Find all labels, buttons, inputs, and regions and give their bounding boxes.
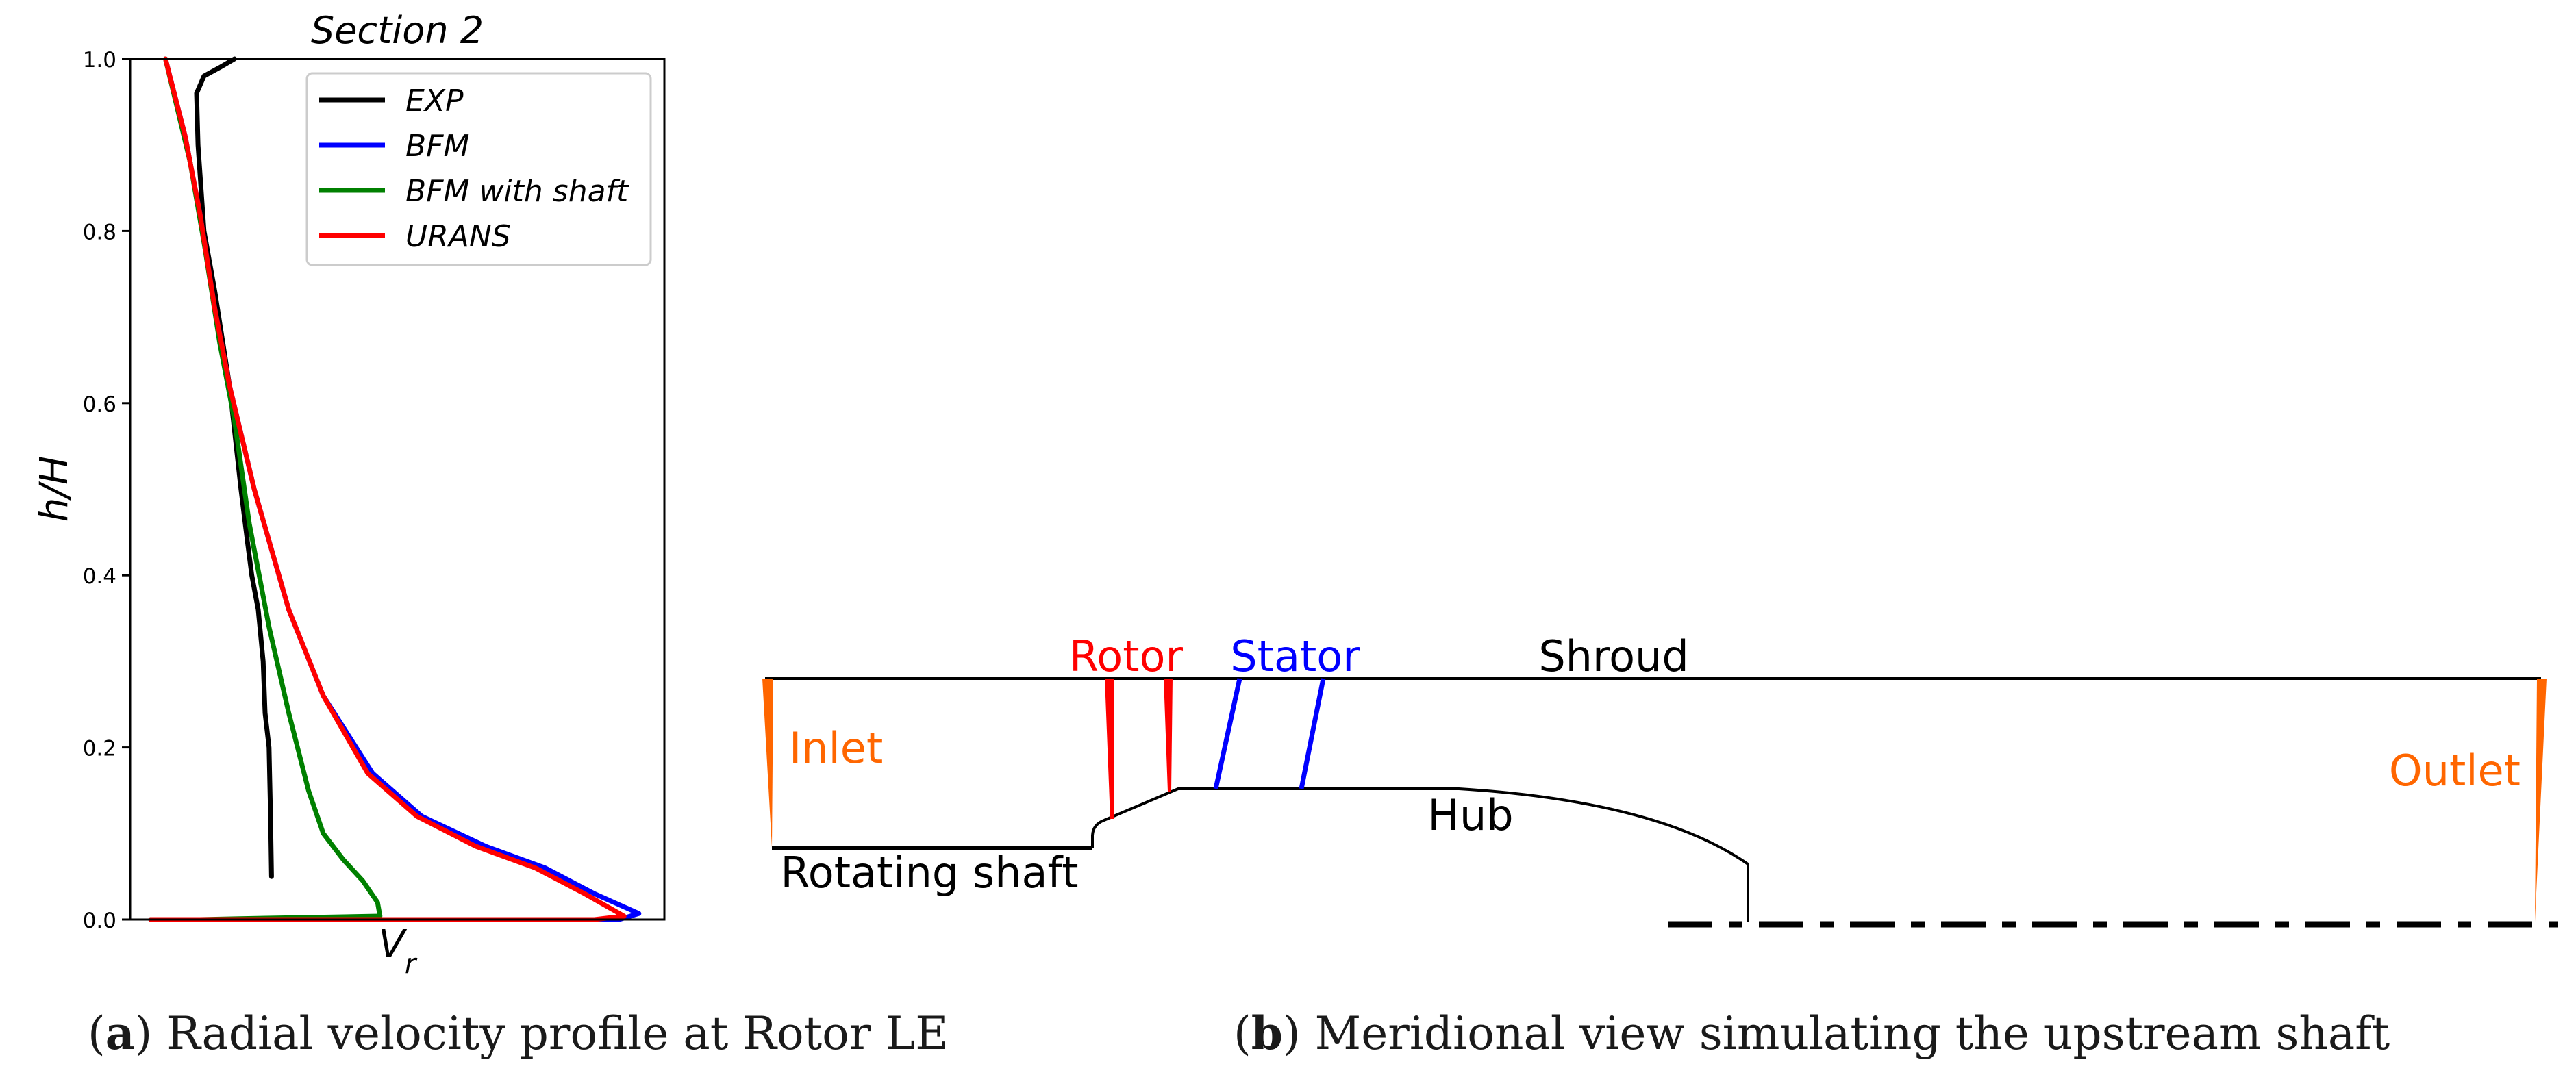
hub-contour <box>1091 787 1749 922</box>
rotor-label: Rotor <box>1069 631 1183 681</box>
y-tick-label: 0.6 <box>83 392 116 417</box>
caption-a: (a) Radial velocity profile at Rotor LE <box>88 1007 949 1060</box>
shroud-label: Shroud <box>1538 631 1688 681</box>
rotating-shaft-label: Rotating shaft <box>780 848 1078 898</box>
rotor-leading-edge <box>1105 679 1114 819</box>
meridional-view-diagram: Rotor Stator Shroud Inlet Outlet Hub Rot… <box>762 631 2558 928</box>
rotor-trailing-edge <box>1164 679 1173 792</box>
series-line-exp <box>194 56 274 879</box>
stator-label: Stator <box>1230 631 1360 681</box>
outlet-boundary <box>2535 679 2547 922</box>
caption-a-text: Radial velocity profile at Rotor LE <box>166 1007 949 1060</box>
stator-leading-edge <box>1213 678 1242 789</box>
caption-a-letter: a <box>105 1007 135 1060</box>
legend-box <box>305 72 652 266</box>
caption-b-letter: b <box>1251 1007 1283 1060</box>
plot-frame <box>129 58 666 921</box>
inlet-label: Inlet <box>789 723 883 773</box>
legend-label: EXP <box>405 84 464 118</box>
hub-label: Hub <box>1427 790 1513 840</box>
y-axis-ticks: 0.0 0.2 0.4 0.6 0.8 1.0 <box>83 48 130 933</box>
x-axis-label: Vr <box>379 922 418 980</box>
y-tick-label: 0.0 <box>83 909 116 933</box>
y-tick-label: 0.4 <box>83 564 116 589</box>
inlet-boundary <box>762 679 773 848</box>
legend-label: BFM with shaft <box>405 174 629 209</box>
series-line-urans <box>148 56 627 922</box>
caption-b-text: Meridional view simulating the upstream … <box>1314 1007 2390 1060</box>
chart-title: Section 2 <box>311 9 484 52</box>
y-axis-label: h/H <box>32 456 77 522</box>
legend-label: BFM <box>405 129 469 164</box>
stator-trailing-edge <box>1299 678 1326 789</box>
y-tick-label: 0.8 <box>83 220 116 244</box>
radial-velocity-chart: Section 2 0.0 0.2 0.4 0.6 0.8 1.0 h/H Vr EXP B… <box>32 9 666 980</box>
series-layer <box>148 56 642 922</box>
caption-b: (b) Meridional view simulating the upstr… <box>1234 1007 2390 1060</box>
y-tick-label: 0.2 <box>83 737 116 761</box>
outlet-label: Outlet <box>2389 746 2521 796</box>
y-tick-label: 1.0 <box>83 48 116 73</box>
legend-label: URANS <box>405 219 511 254</box>
